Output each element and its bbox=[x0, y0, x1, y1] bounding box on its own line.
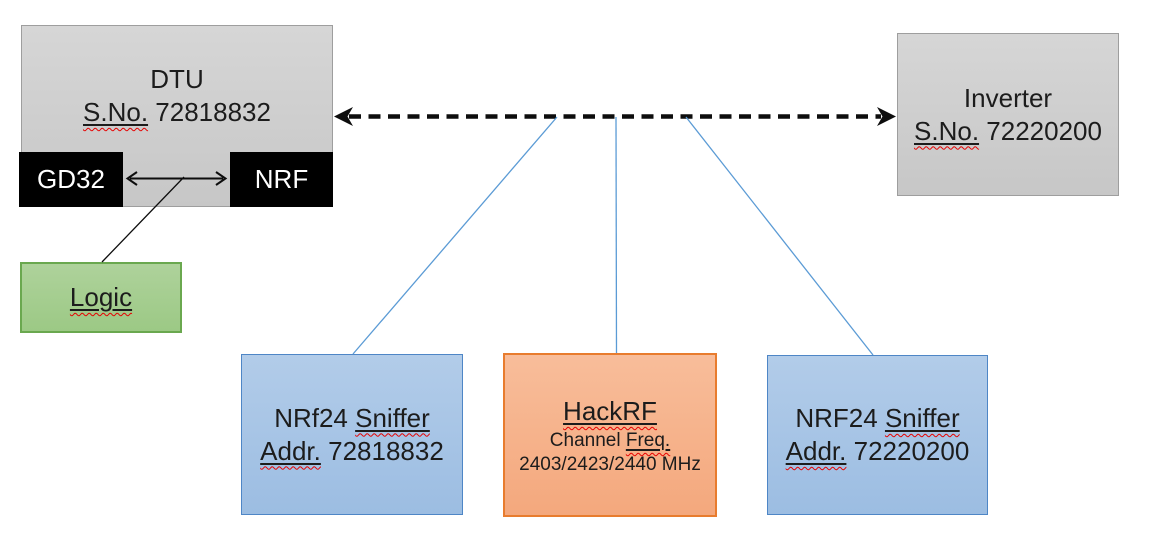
logic-label-line: Logic bbox=[70, 281, 132, 314]
hackrf-title: HackRF bbox=[563, 396, 657, 426]
hackrf-title-line: HackRF bbox=[563, 393, 657, 429]
logic-label: Logic bbox=[69, 282, 133, 312]
sniffer-left-name-prefix: NRf24 bbox=[274, 402, 348, 433]
sniffer-left-addr-label: Addr. bbox=[260, 435, 321, 466]
sniffer-right-name-prefix: NRF24 bbox=[795, 403, 878, 433]
nrf-chip: NRF bbox=[230, 152, 333, 207]
sniffer-left-box: NRf24 Sniffer Addr. 72818832 bbox=[241, 354, 463, 515]
sniffer-right-name-word: Sniffer bbox=[884, 403, 960, 433]
dtu-inverter-rf-link-arrow bbox=[334, 107, 896, 126]
dtu-serial: S.No. 72818832 bbox=[83, 96, 271, 129]
dtu-title: DTU bbox=[150, 64, 204, 94]
hackrf-channel-word: Channel bbox=[549, 430, 621, 451]
sniffer-right-name: NRF24 Sniffer bbox=[795, 402, 959, 435]
sniffer-left-connector-line bbox=[352, 116, 558, 355]
hackrf-box: HackRF Channel Freq. 2403/2423/2440 MHz bbox=[503, 353, 717, 517]
hackrf-freq-value: 2403/2423/2440 MHz bbox=[519, 454, 701, 475]
gd32-chip: GD32 bbox=[19, 152, 123, 207]
sniffer-left-name: NRf24 Sniffer bbox=[274, 402, 430, 435]
sniffer-right-box: NRF24 Sniffer Addr. 72220200 bbox=[767, 355, 988, 515]
nrf-label: NRF bbox=[254, 164, 309, 194]
hackrf-channel-line: Channel Freq. bbox=[550, 429, 670, 453]
inverter-serial: S.No. 72220200 bbox=[914, 115, 1102, 148]
gd32-label: GD32 bbox=[37, 164, 105, 194]
inverter-serial-label: S.No. bbox=[914, 115, 980, 146]
sniffer-left-addr: Addr. 72818832 bbox=[260, 435, 444, 468]
sniffer-right-addr-value: 72220200 bbox=[853, 436, 970, 466]
hackrf-freq-word: Freq. bbox=[625, 430, 671, 451]
hackrf-connector-line bbox=[615, 116, 618, 354]
inverter-title: Inverter bbox=[963, 82, 1053, 113]
sniffer-right-connector-line bbox=[685, 116, 874, 356]
sniffer-left-name-word: Sniffer bbox=[355, 402, 430, 433]
inverter-box: Inverter S.No. 72220200 bbox=[897, 33, 1119, 196]
sniffer-right-addr: Addr. 72220200 bbox=[786, 435, 970, 468]
sniffer-right-addr-label: Addr. bbox=[785, 436, 847, 466]
sniffer-left-addr-value: 72818832 bbox=[328, 435, 444, 466]
inverter-serial-value: 72220200 bbox=[986, 115, 1102, 146]
logic-box: Logic bbox=[20, 262, 182, 333]
dtu-serial-value: 72818832 bbox=[155, 97, 271, 127]
dtu-serial-label: S.No. bbox=[83, 97, 149, 127]
